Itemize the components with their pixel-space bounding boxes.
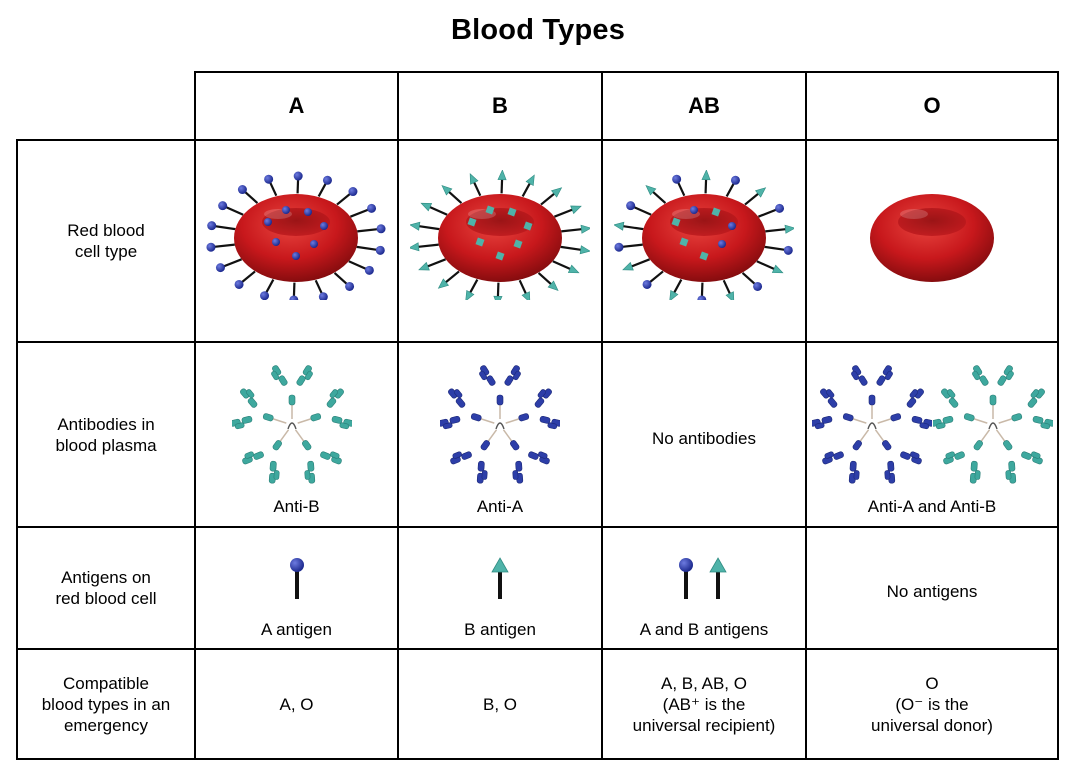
column-header-ab: AB	[688, 93, 720, 118]
row-label-red-blood-cell-type: Red blood cell type	[67, 221, 145, 261]
antibody-caption-ab: No antibodies	[652, 428, 756, 448]
column-header-b: B	[492, 93, 508, 118]
antigen-caption-o: No antigens	[886, 581, 978, 601]
red-blood-cell-type-o	[870, 194, 994, 282]
compatible-cell-b: B, O	[482, 694, 517, 714]
grid-line	[1057, 71, 1059, 760]
row-label-compatible: Compatible blood types in an emergency	[41, 673, 171, 735]
antibody-caption-a: Anti-B	[273, 496, 320, 516]
compatible-cell-a: A, O	[279, 694, 314, 714]
antibody-caption-o: Anti-A and Anti-B	[867, 496, 997, 516]
red-blood-cell-type-a	[206, 171, 386, 300]
red-blood-cell-type-ab	[614, 170, 794, 300]
anti-a-antibody-icon	[440, 365, 560, 484]
a-antigen-icon	[290, 558, 304, 599]
page-title: Blood Types	[450, 14, 626, 46]
grid-line	[16, 139, 1059, 141]
b-antigen-icon	[491, 557, 509, 599]
a-antigen-icon	[679, 558, 693, 599]
red-blood-cell-type-b	[410, 170, 590, 300]
grid-line	[194, 71, 196, 760]
b-antigen-icon	[709, 557, 727, 599]
compatible-cell-o: O (O⁻ is the universal donor)	[871, 673, 993, 735]
grid-line	[16, 341, 1059, 343]
antigen-caption-ab: A and B antigens	[639, 619, 769, 639]
grid-line	[601, 71, 603, 760]
grid-line	[194, 71, 1059, 73]
grid-line	[16, 139, 18, 760]
row-label-antibodies: Antibodies in blood plasma	[55, 414, 157, 455]
grid-line	[16, 648, 1059, 650]
antigen-caption-b: B antigen	[464, 619, 536, 639]
grid-line	[805, 71, 807, 760]
antibody-caption-b: Anti-A	[476, 496, 524, 516]
grid-line	[16, 526, 1059, 528]
anti-a-antibody-icon	[812, 365, 932, 484]
compatible-cell-ab: A, B, AB, O (AB⁺ is the universal recipi…	[632, 673, 776, 735]
grid-line	[397, 71, 399, 760]
column-header-a: A	[288, 93, 305, 118]
anti-b-antibody-icon	[933, 365, 1053, 484]
column-header-o: O	[923, 93, 941, 118]
row-label-antigens: Antigens on red blood cell	[55, 568, 157, 608]
antigen-caption-a: A antigen	[261, 619, 332, 639]
anti-b-antibody-icon	[232, 365, 352, 484]
grid-line	[16, 758, 1059, 760]
